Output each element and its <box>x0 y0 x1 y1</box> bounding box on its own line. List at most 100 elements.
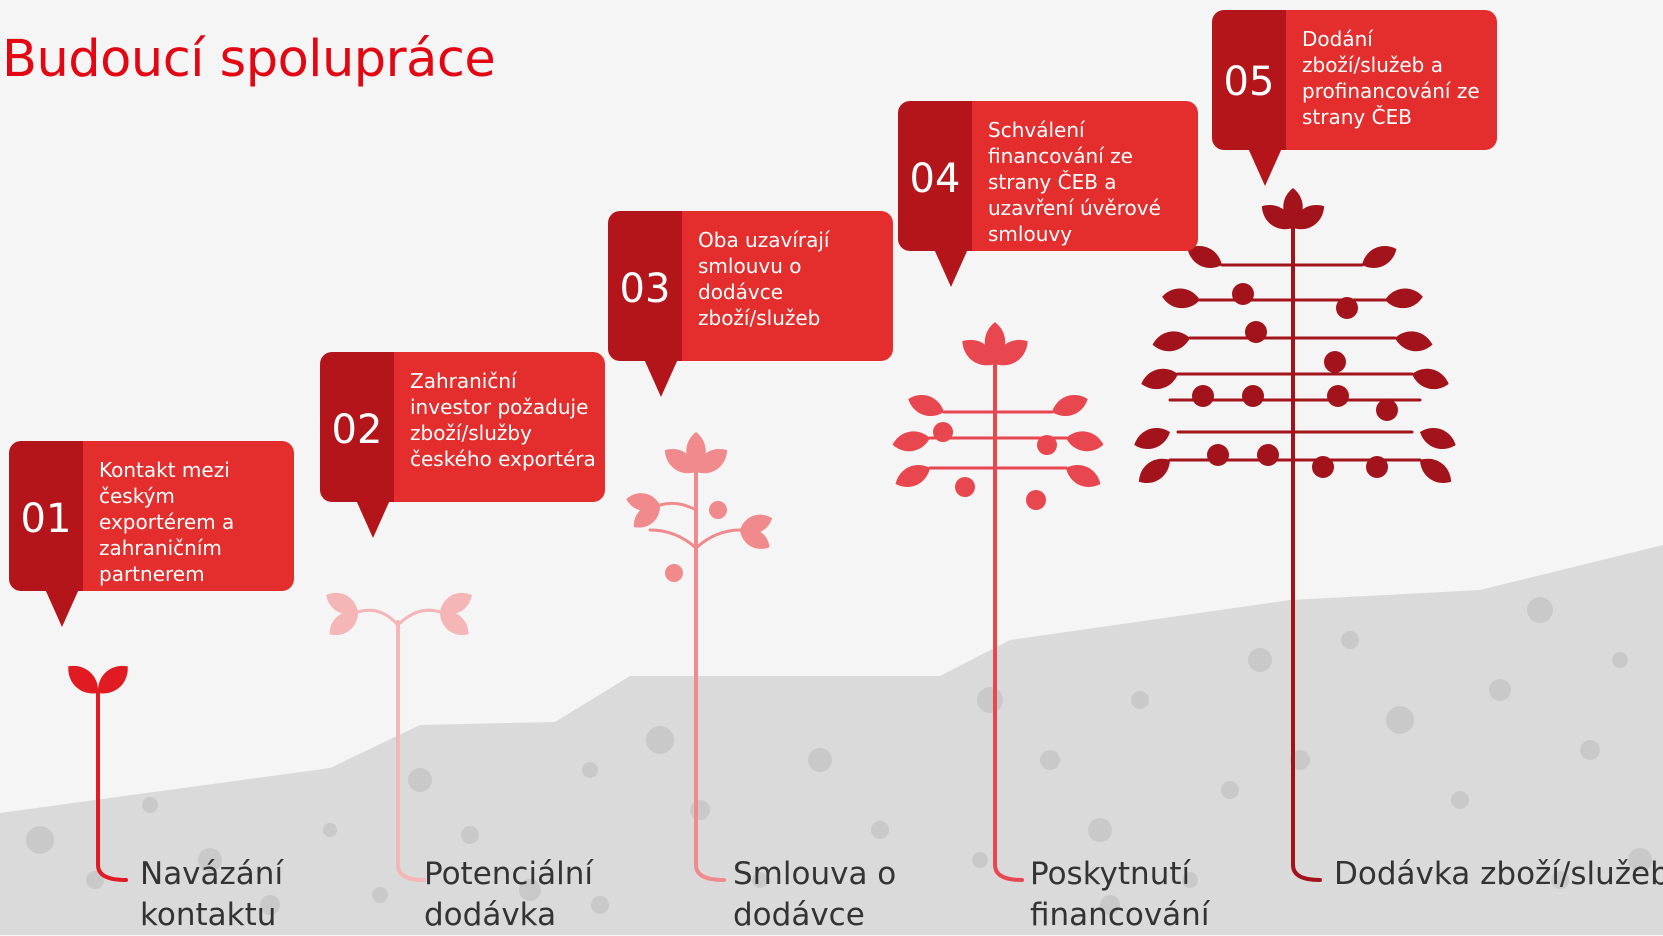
step-number-box <box>9 441 83 591</box>
bud <box>709 501 727 519</box>
ground-hill <box>0 545 1663 935</box>
pebble <box>1182 872 1198 888</box>
stage-label-line: Poskytnutí <box>1030 856 1191 892</box>
bud <box>1327 385 1349 407</box>
bud <box>1257 444 1279 466</box>
bud <box>1324 351 1346 373</box>
pebble <box>408 768 432 792</box>
sprout-icon <box>321 586 477 882</box>
step-description: Oba uzavírají smlouvu o dodávce zboží/sl… <box>698 228 830 330</box>
leaf <box>1064 428 1106 455</box>
pebble <box>1628 848 1652 872</box>
step-text-box <box>1286 10 1497 150</box>
pebble <box>519 879 541 901</box>
pebble <box>1551 871 1569 889</box>
bud <box>1312 456 1334 478</box>
stage-label-line: Smlouva o <box>733 856 897 892</box>
bud <box>1192 385 1214 407</box>
step-number: 01 <box>20 496 72 542</box>
step-number-box <box>898 101 972 251</box>
pebble <box>1612 652 1628 668</box>
stage-label-1: Navázání kontaktu <box>140 854 283 936</box>
stem <box>694 528 742 550</box>
step-number: 04 <box>909 156 961 202</box>
bud <box>665 564 683 582</box>
step-callout-05: 05 Dodání zboží/služeb a profinancování … <box>1212 10 1497 186</box>
bud <box>1207 444 1229 466</box>
seedling-icon <box>61 658 135 882</box>
stem <box>356 608 400 627</box>
bud <box>1245 321 1267 343</box>
step-callout-02: 02 Zahraniční investor požaduje zboží/sl… <box>320 352 605 538</box>
pebble <box>142 797 158 813</box>
step-description: Dodání zboží/služeb a profinancování ze … <box>1302 27 1480 129</box>
stage-label-4: Poskytnutí financování <box>1030 854 1209 936</box>
pebble <box>1451 791 1469 809</box>
callout-pointer <box>644 359 678 397</box>
pebble <box>871 821 889 839</box>
stage-label-line: financování <box>1030 897 1210 933</box>
pebble <box>1341 631 1359 649</box>
stem <box>1291 220 1322 882</box>
leaf <box>890 428 932 455</box>
bud <box>1366 456 1388 478</box>
pebble <box>1248 648 1272 672</box>
leaf <box>1061 459 1105 493</box>
callout-pointer <box>1248 148 1282 186</box>
pebble <box>1040 750 1060 770</box>
leaf <box>1150 328 1192 355</box>
bud <box>1242 385 1264 407</box>
stem <box>396 608 442 627</box>
bud <box>1376 399 1398 421</box>
bud <box>933 422 953 442</box>
step-number-box <box>608 211 682 361</box>
stem <box>993 358 1024 882</box>
stem <box>694 466 726 882</box>
pebble <box>972 852 988 868</box>
step-description: Zahraniční investor požaduje zboží/služb… <box>410 369 596 471</box>
bud <box>1336 297 1358 319</box>
leaf <box>1130 422 1174 455</box>
stage-label-line: kontaktu <box>140 897 277 933</box>
pebble <box>646 726 674 754</box>
leaf <box>904 389 948 422</box>
callout-pointer <box>934 249 968 287</box>
step-description: Kontakt mezi českým exportérem a zahrani… <box>99 458 235 586</box>
step-callout-01: 01 Kontakt mezi českým exportérem a zahr… <box>9 441 294 627</box>
pebble <box>582 762 598 778</box>
bud <box>1026 490 1046 510</box>
step-description: Schválení financování ze strany ČEB a uz… <box>988 118 1161 246</box>
leaf <box>1414 452 1457 490</box>
pebble <box>461 826 479 844</box>
pebble <box>86 871 104 889</box>
pebble <box>808 748 832 772</box>
step-text-box <box>83 441 294 591</box>
young-tree-icon <box>890 322 1106 882</box>
stage-label-line: Navázání <box>140 856 284 892</box>
ground-pebbles <box>26 597 1652 915</box>
stem <box>658 501 698 512</box>
step-text-box <box>394 352 605 502</box>
stage-label-line: dodávce <box>733 897 865 933</box>
stem <box>648 528 698 550</box>
leaf <box>1416 422 1460 455</box>
pebble <box>591 896 609 914</box>
step-number: 02 <box>331 407 383 453</box>
tree-icon <box>1130 188 1460 882</box>
pebble <box>26 826 54 854</box>
step-callout-04: 04 Schválení financování ze strany ČEB a… <box>898 101 1198 287</box>
pebble <box>1088 818 1112 842</box>
callout-pointer <box>356 500 390 538</box>
pebble <box>977 687 1003 713</box>
bud <box>955 477 975 497</box>
leaf <box>1409 364 1452 394</box>
stage-label-2: Potenciální dodávka <box>424 854 593 936</box>
leaf <box>891 459 935 493</box>
stem <box>96 691 128 882</box>
bud <box>1232 283 1254 305</box>
leaf <box>1161 286 1201 310</box>
step-number-box <box>320 352 394 502</box>
leaf <box>1357 240 1401 274</box>
leaf <box>1384 286 1424 310</box>
